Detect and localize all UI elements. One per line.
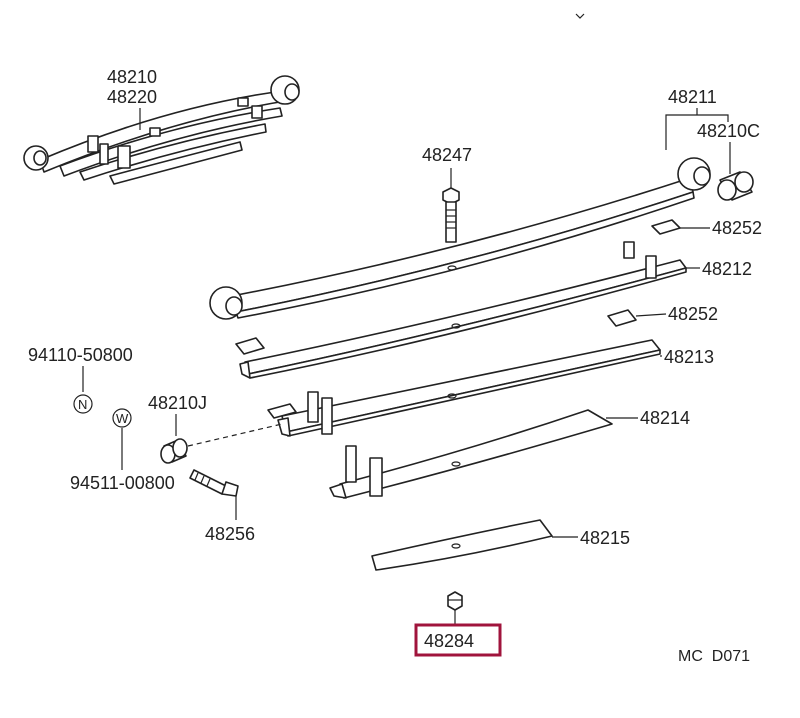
label-48214[interactable]: 48214 <box>640 408 690 428</box>
pad-48252-lower[interactable] <box>607 309 637 327</box>
nut-48284[interactable] <box>447 591 463 611</box>
leaf-48215[interactable] <box>371 519 553 571</box>
label-48212[interactable]: 48212 <box>702 259 752 279</box>
washer-symbol[interactable]: W <box>112 408 132 428</box>
leaf-48213[interactable] <box>267 339 661 437</box>
label-48211[interactable]: 48211 <box>668 87 717 107</box>
bushing-48210C[interactable] <box>717 171 754 201</box>
highlight-box-48284[interactable] <box>414 623 502 657</box>
label-48215[interactable]: 48215 <box>580 528 630 548</box>
label-48210J[interactable]: 48210J <box>148 393 207 413</box>
bushing-48210J[interactable] <box>160 438 188 464</box>
pad-left[interactable] <box>235 337 265 355</box>
label-48247[interactable]: 48247 <box>422 145 472 165</box>
label-48256[interactable]: 48256 <box>205 524 255 544</box>
label-48210C[interactable]: 48210C <box>697 121 760 141</box>
label-94511-00800[interactable]: 94511-00800 <box>70 473 175 493</box>
center-bolt-48247[interactable] <box>442 187 460 243</box>
main-leaf-48211[interactable] <box>209 157 711 320</box>
bolt-48256[interactable] <box>189 469 239 497</box>
label-94110-50800[interactable]: 94110-50800 <box>28 345 133 365</box>
corner-mark <box>575 13 585 19</box>
diagram-code: MC D071 <box>678 648 750 665</box>
label-48210[interactable]: 48210 <box>107 67 157 87</box>
spring-assembly-thumbnail[interactable] <box>23 75 300 185</box>
washer-symbol-letter: W <box>116 411 129 426</box>
label-48284[interactable]: 48284 <box>424 631 474 651</box>
nut-symbol[interactable]: N <box>73 394 93 414</box>
pad-48252-upper[interactable] <box>651 219 681 235</box>
leaf-48214[interactable] <box>329 409 613 499</box>
label-48252-lower[interactable]: 48252 <box>668 304 718 324</box>
label-48252-upper[interactable]: 48252 <box>712 218 762 238</box>
label-48213[interactable]: 48213 <box>664 347 714 367</box>
assembly-dashed-line <box>187 423 283 447</box>
leaf-48212[interactable] <box>239 241 687 379</box>
label-48220[interactable]: 48220 <box>107 87 157 107</box>
nut-symbol-letter: N <box>78 397 87 412</box>
